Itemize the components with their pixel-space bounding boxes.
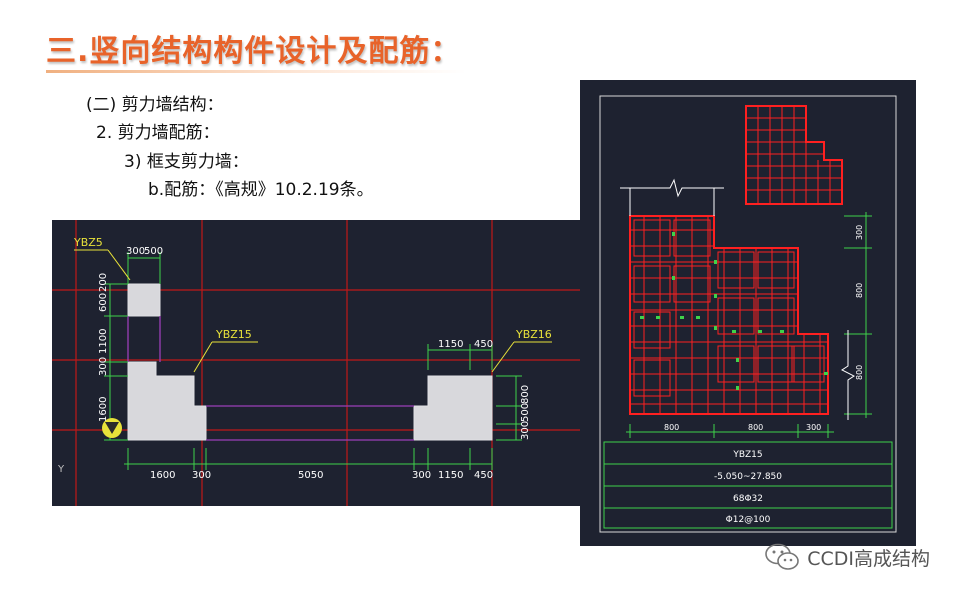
dim-top-300: 300 bbox=[126, 246, 145, 257]
dim-top-500: 500 bbox=[144, 246, 163, 257]
dim-bottom-5050: 5050 bbox=[298, 470, 323, 481]
detail-frame bbox=[599, 95, 897, 533]
wall-outline bbox=[127, 316, 414, 441]
detail-dim-right-300: 300 bbox=[855, 225, 864, 240]
dim-left-300: 300 bbox=[98, 357, 109, 376]
wall-sections bbox=[127, 283, 493, 441]
outline-item-level3: 3) 框支剪力墙： bbox=[124, 152, 249, 172]
dim-bottom-1600: 1600 bbox=[150, 470, 175, 481]
dim-bottom-300b: 300 bbox=[412, 470, 431, 481]
detail-dim-800b: 800 bbox=[748, 423, 763, 432]
rebar-cage-small bbox=[745, 105, 843, 205]
dim-left-1600: 1600 bbox=[98, 397, 109, 422]
dim-left-200: 200 bbox=[98, 273, 109, 292]
detail-dim-right-800b: 800 bbox=[855, 365, 864, 380]
outline-item-level4: b.配筋：《高规》10.2.19条。 bbox=[148, 180, 374, 200]
dim-right-300: 300 bbox=[520, 421, 531, 440]
dim-bottom-1150: 1150 bbox=[438, 470, 463, 481]
leader-lines bbox=[74, 249, 552, 373]
wechat-icon bbox=[765, 543, 800, 570]
dim-left-600: 600 bbox=[98, 293, 109, 312]
detail-dim-800a: 800 bbox=[664, 423, 679, 432]
dimension-lines bbox=[104, 252, 522, 470]
wall-plan-drawing: YBZ5 YBZ15 YBZ16 Y 300 500 600 200 1100 … bbox=[52, 220, 580, 506]
table-longitudinal-bars: 68Φ32 bbox=[733, 494, 763, 504]
detail-dim-300: 300 bbox=[806, 423, 821, 432]
label-ybz15: YBZ15 bbox=[215, 328, 252, 341]
tie-markers bbox=[640, 232, 828, 390]
info-table-texts: YBZ15 -5.050~27.850 68Φ32 Φ12@100 bbox=[714, 450, 782, 525]
dim-bottom-450: 450 bbox=[474, 470, 493, 481]
detail-dimension-texts: 800 800 300 300 800 800 bbox=[664, 225, 864, 432]
break-line bbox=[620, 178, 724, 216]
watermark-text: CCDI高成结构 bbox=[807, 547, 930, 570]
dimension-texts: 300 500 600 200 1100 300 1600 1150 450 8… bbox=[98, 246, 531, 481]
axis-y-label: Y bbox=[57, 464, 65, 475]
outline-item-level1: (二) 剪力墙结构： bbox=[86, 95, 224, 115]
dim-right-500: 500 bbox=[520, 403, 531, 422]
rebar-section-main bbox=[629, 215, 829, 415]
table-component-name: YBZ15 bbox=[732, 450, 762, 460]
dim-right-1150: 1150 bbox=[438, 339, 463, 350]
detail-dim-right-800a: 800 bbox=[855, 283, 864, 298]
table-elevation: -5.050~27.850 bbox=[714, 472, 782, 482]
dim-bottom-300a: 300 bbox=[192, 470, 211, 481]
detail-dimension-lines bbox=[626, 212, 872, 438]
rebar-detail-drawing: 800 800 300 300 800 800 YBZ15 -5.050~27.… bbox=[580, 80, 916, 546]
outline-item-level2: 2. 剪力墙配筋： bbox=[96, 123, 220, 143]
side-break-line bbox=[841, 330, 855, 420]
section-marker-icon bbox=[102, 418, 122, 438]
label-ybz5: YBZ5 bbox=[73, 236, 103, 249]
table-stirrups: Φ12@100 bbox=[726, 515, 771, 525]
title-underline bbox=[46, 70, 466, 73]
dim-left-1100: 1100 bbox=[98, 329, 109, 354]
info-table-grid bbox=[603, 441, 893, 529]
label-ybz16: YBZ16 bbox=[515, 328, 552, 341]
slide-title: 三.竖向结构构件设计及配筋： bbox=[46, 34, 462, 69]
dim-right-800: 800 bbox=[520, 385, 531, 404]
watermark: CCDI高成结构 bbox=[763, 542, 930, 572]
dim-right-450: 450 bbox=[474, 339, 493, 350]
